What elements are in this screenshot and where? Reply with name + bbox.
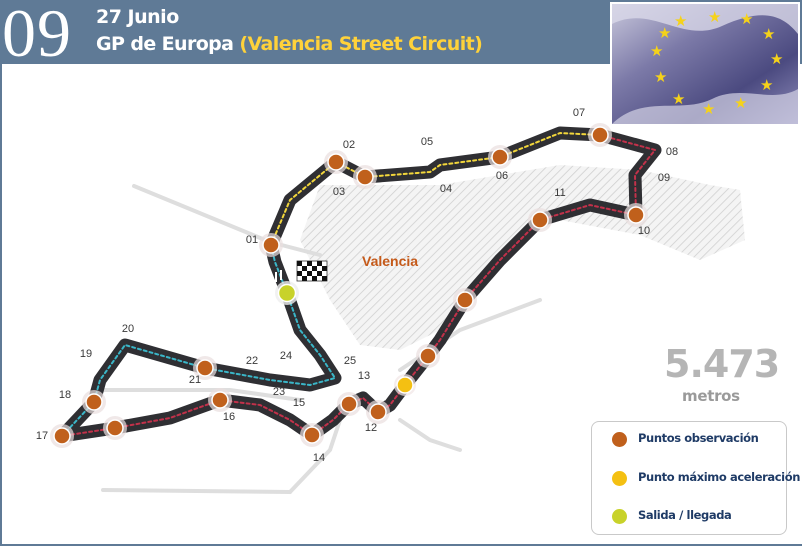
corner-label: 25 [343,355,357,367]
svg-text:★: ★ [674,13,687,30]
checkered-flag-icon [296,260,328,282]
observation-marker [491,148,509,166]
acceleration-dot-icon [612,471,627,486]
start-finish-marker [277,283,297,303]
corner-label: 16 [222,411,236,423]
observation-marker [591,126,609,144]
observation-marker [340,395,358,413]
corner-label: 15 [292,397,306,409]
observation-marker [531,211,549,229]
race-date: 27 Junio [96,6,179,28]
corner-label: 05 [420,136,434,148]
observation-marker [303,426,321,444]
corner-label: 20 [121,323,135,335]
corner-label: 22 [245,355,259,367]
frame-left-border [0,64,2,546]
corner-label: 01 [245,234,259,246]
observation-marker [211,391,229,409]
svg-text:★: ★ [734,95,747,112]
corner-label: 14 [312,452,326,464]
svg-text:★: ★ [654,69,667,86]
svg-text:★: ★ [672,91,685,108]
start-finish-dot-icon [612,509,627,524]
corner-label: 06 [495,170,509,182]
corner-label: 03 [332,186,346,198]
track-length-value: 5.473 [664,342,780,386]
svg-text:★: ★ [708,9,721,26]
start-grid-arrows-icon [275,270,282,282]
corner-label: 12 [364,422,378,434]
road [98,388,302,402]
acceleration-point [394,374,416,396]
track-line-yellow [270,132,601,246]
corner-label: 04 [439,183,453,195]
corner-label: 11 [554,187,566,199]
city-label: Valencia [362,253,419,269]
acceleration-marker [396,376,414,394]
svg-text:★: ★ [658,25,671,42]
svg-text:★: ★ [702,101,715,118]
observation-dot-icon [612,432,627,447]
observation-marker [53,427,71,445]
corner-label: 18 [58,389,72,401]
legend-label: Puntos observación [638,431,759,445]
corner-label: 02 [342,139,356,151]
race-name: GP de Europa [96,33,234,55]
road [398,418,462,452]
road [132,184,272,244]
observation-marker [419,347,437,365]
observation-marker [356,168,374,186]
corner-label: 09 [657,172,671,184]
corner-label: 07 [572,107,586,119]
corner-label: 21 [188,374,202,386]
observation-marker [106,419,124,437]
svg-text:★: ★ [762,26,775,43]
corner-label: 10 [637,225,651,237]
svg-text:★: ★ [770,51,783,68]
eu-flag-image: ★ ★ ★ ★ ★ ★ ★ ★ ★ ★ ★ ★ [610,2,800,126]
start-finish-point [275,281,299,305]
svg-text:★: ★ [760,77,773,94]
legend: Puntos observación Punto máximo acelerac… [591,421,800,535]
corner-label: 19 [79,348,93,360]
corner-label: 23 [272,386,286,398]
legend-label: Salida / llegada [638,508,732,522]
observation-marker [627,206,645,224]
legend-label: Punto máximo aceleración [638,470,800,484]
circuit-name: (Valencia Street Circuit) [239,33,483,55]
observation-marker [327,153,345,171]
corner-label: 24 [279,350,293,362]
track-length-unit: metros [682,387,740,405]
observation-marker [369,403,387,421]
observation-marker [196,359,214,377]
svg-text:★: ★ [650,43,663,60]
corner-label: 17 [35,430,49,442]
corner-label: 08 [665,146,679,158]
observation-marker [456,291,474,309]
frame-bottom-border [0,544,802,546]
svg-text:★: ★ [740,11,753,28]
observation-marker [262,236,280,254]
corner-label: 13 [357,370,371,382]
road [288,418,342,494]
road [101,488,292,494]
observation-marker [85,393,103,411]
round-number: 09 [2,0,72,71]
race-title: GP de Europa (Valencia Street Circuit) [96,33,483,55]
track-line-red [61,134,656,437]
